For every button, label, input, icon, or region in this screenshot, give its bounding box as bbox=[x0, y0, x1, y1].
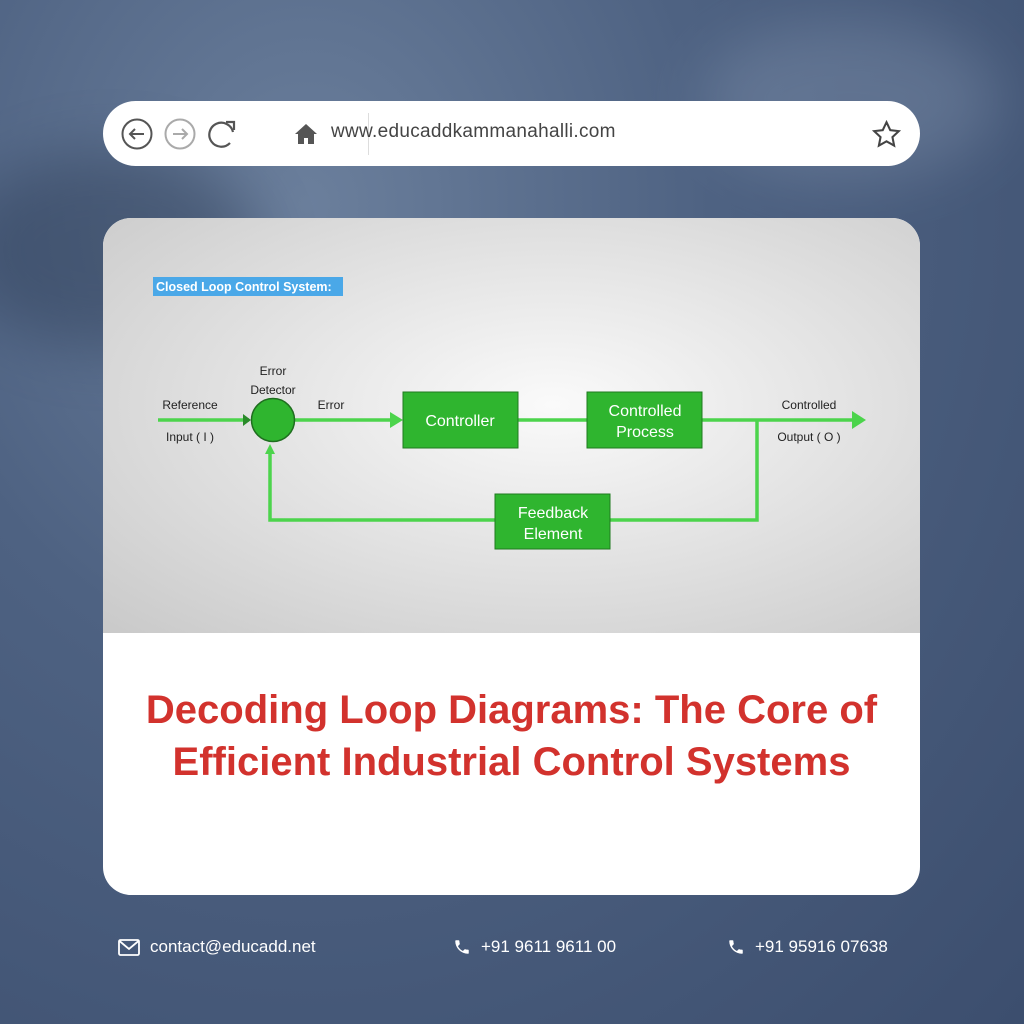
controlled-label: Controlled bbox=[782, 398, 837, 412]
heading-highlight bbox=[153, 277, 343, 296]
browser-address-bar: www.educaddkammanahalli.com bbox=[103, 101, 920, 166]
error-label: Error bbox=[318, 398, 345, 412]
feedback-label-2: Element bbox=[524, 526, 583, 543]
star-icon[interactable] bbox=[871, 119, 902, 150]
back-arrow-icon[interactable] bbox=[121, 118, 153, 150]
error-top-label: Error bbox=[260, 364, 287, 378]
reference-label: Reference bbox=[162, 398, 218, 412]
url-text[interactable]: www.educaddkammanahalli.com bbox=[331, 121, 616, 142]
controller-label: Controller bbox=[425, 413, 495, 430]
divider bbox=[368, 113, 369, 155]
reload-icon[interactable] bbox=[206, 118, 238, 150]
process-label-1: Controlled bbox=[609, 403, 682, 420]
article-title: Decoding Loop Diagrams: The Core of Effi… bbox=[145, 688, 878, 784]
feedback-line bbox=[268, 420, 759, 522]
phone-icon bbox=[455, 940, 469, 954]
closed-loop-diagram: Closed Loop Control System: Controller C… bbox=[153, 277, 866, 550]
controller-block bbox=[402, 391, 519, 449]
output-label: Output ( O ) bbox=[777, 430, 840, 444]
email-text[interactable]: contact@educadd.net bbox=[150, 937, 316, 956]
footer-phone-1[interactable]: +91 9611 9611 00 bbox=[453, 937, 616, 957]
footer-phone-2[interactable]: +91 95916 07638 bbox=[727, 937, 888, 957]
diagram-image: Closed Loop Control System: Controller C… bbox=[103, 218, 920, 633]
controlled-process-block bbox=[586, 391, 703, 449]
article-card: Closed Loop Control System: Controller C… bbox=[103, 218, 920, 895]
phone-2-text[interactable]: +91 95916 07638 bbox=[755, 937, 888, 956]
process-label-2: Process bbox=[616, 424, 674, 441]
mail-icon bbox=[118, 938, 140, 956]
home-icon[interactable] bbox=[294, 122, 318, 146]
feedback-label-1: Feedback bbox=[518, 505, 589, 522]
forward-arrow-icon[interactable] bbox=[164, 118, 196, 150]
error-detector-circle bbox=[250, 397, 296, 443]
feedback-element-block bbox=[494, 493, 611, 550]
detector-label: Detector bbox=[250, 383, 295, 397]
error-arrowhead bbox=[390, 412, 403, 428]
diagram-heading: Closed Loop Control System: bbox=[156, 280, 332, 294]
footer-email[interactable]: contact@educadd.net bbox=[118, 937, 316, 957]
output-arrowhead bbox=[852, 411, 866, 429]
input-arrowhead bbox=[243, 414, 251, 426]
phone-icon bbox=[729, 940, 743, 954]
phone-1-text[interactable]: +91 9611 9611 00 bbox=[481, 937, 617, 956]
input-label: Input ( I ) bbox=[166, 430, 214, 444]
feedback-arrowhead bbox=[265, 444, 275, 454]
